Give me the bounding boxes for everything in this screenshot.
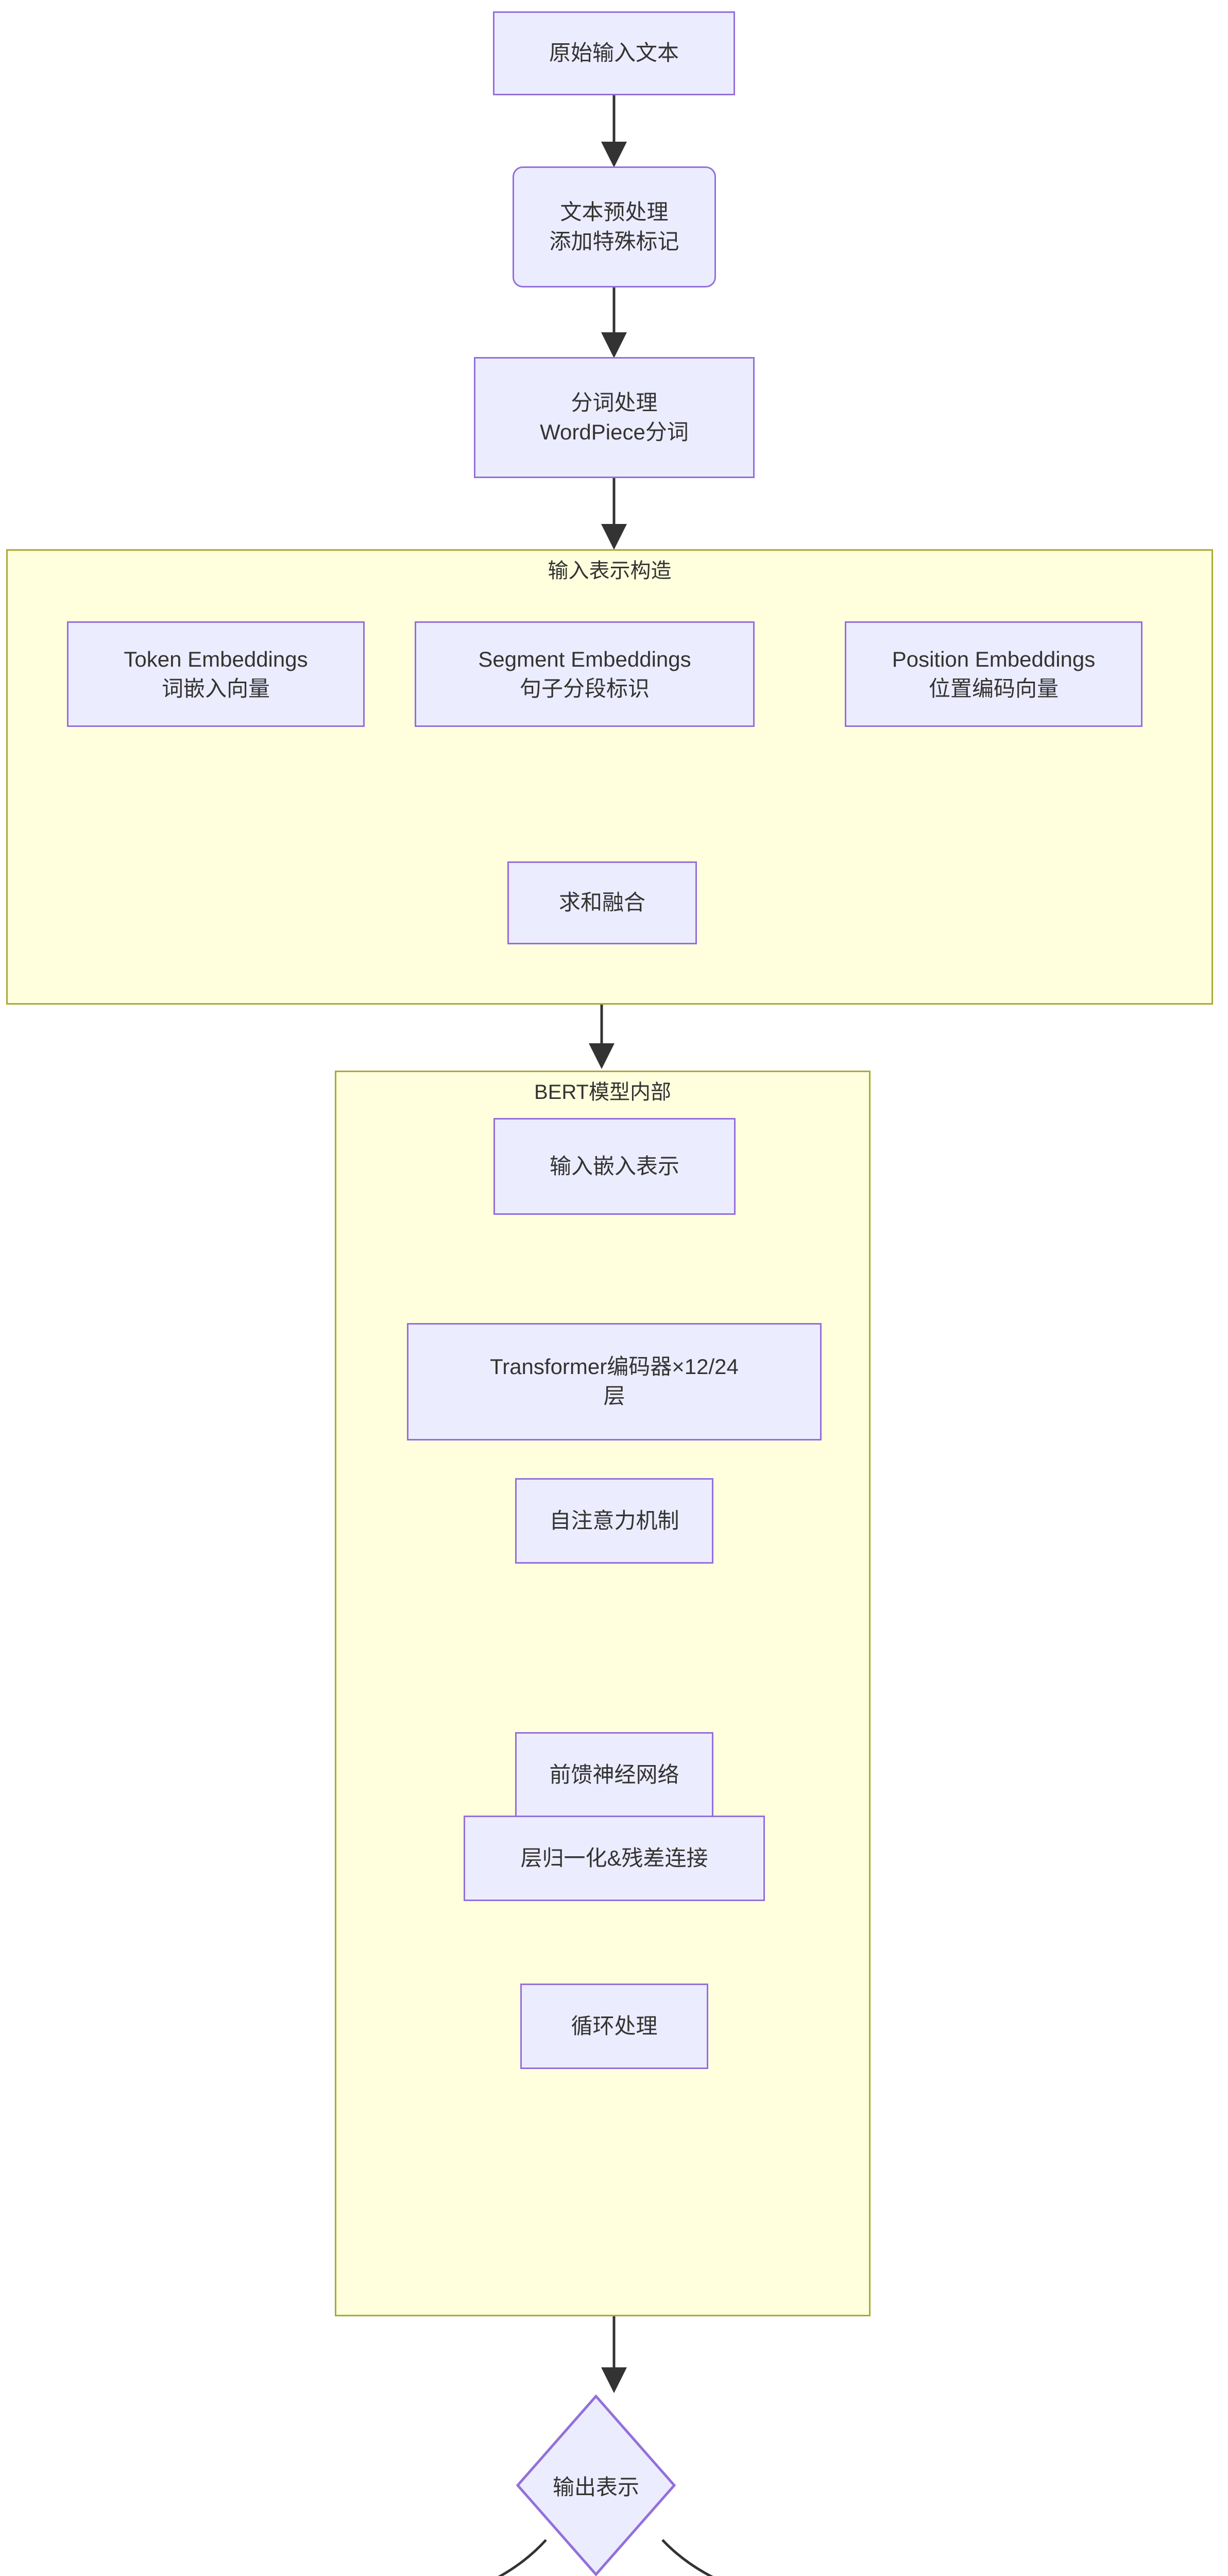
node-tokenize[interactable]: 分词处理 WordPiece分词	[474, 357, 755, 478]
node-feed-forward-network[interactable]: 前馈神经网络	[515, 1732, 713, 1818]
node-transformer-encoder[interactable]: Transformer编码器×12/24 层	[407, 1323, 822, 1440]
node-output-representation[interactable]: 输出表示	[516, 2395, 676, 2576]
node-text-preprocess-line-2: 添加特殊标记	[549, 229, 679, 253]
node-transformer-encoder-line-2: 层	[603, 1384, 625, 1408]
node-token-embeddings-line-1: Token Embeddings	[124, 647, 308, 671]
diamond-shape	[516, 2395, 676, 2576]
node-input-embedding-representation[interactable]: 输入嵌入表示	[493, 1118, 736, 1215]
node-segment-embeddings-line-2: 句子分段标识	[519, 676, 650, 701]
node-transformer-encoder-line-1: Transformer编码器×12/24	[490, 1354, 739, 1379]
node-raw-input-text-line-1: 原始输入文本	[549, 41, 679, 65]
cluster-bert-internal	[335, 1071, 871, 2316]
node-position-embeddings[interactable]: Position Embeddings 位置编码向量	[845, 621, 1142, 727]
edge-output-to-tokenout	[661, 2539, 713, 2576]
node-self-attention[interactable]: 自注意力机制	[515, 1478, 713, 1564]
node-token-embeddings[interactable]: Token Embeddings 词嵌入向量	[67, 621, 365, 727]
node-input-embedding-representation-line-1: 输入嵌入表示	[549, 1154, 679, 1178]
node-feed-forward-network-line-1: 前馈神经网络	[549, 1762, 679, 1787]
node-layernorm-residual-line-1: 层归一化&残差连接	[520, 1845, 708, 1870]
node-segment-embeddings[interactable]: Segment Embeddings 句子分段标识	[415, 621, 755, 727]
node-text-preprocess-line-1: 文本预处理	[560, 199, 669, 224]
node-sum-fusion-line-1: 求和融合	[558, 890, 645, 915]
node-text-preprocess[interactable]: 文本预处理 添加特殊标记	[513, 166, 716, 287]
cluster-input-representation-title: 输入表示构造	[548, 560, 672, 582]
node-position-embeddings-line-2: 位置编码向量	[928, 676, 1059, 701]
node-tokenize-line-1: 分词处理	[571, 390, 658, 415]
node-position-embeddings-line-1: Position Embeddings	[892, 647, 1096, 671]
node-loop-processing-line-1: 循环处理	[571, 2013, 658, 2038]
node-layernorm-residual[interactable]: 层归一化&残差连接	[464, 1816, 765, 1901]
cluster-bert-internal-title: BERT模型内部	[534, 1081, 671, 1104]
node-output-representation-label: 输出表示	[552, 2475, 639, 2499]
node-segment-embeddings-line-1: Segment Embeddings	[478, 647, 691, 671]
node-self-attention-line-1: 自注意力机制	[549, 1508, 679, 1533]
node-sum-fusion[interactable]: 求和融合	[507, 861, 697, 944]
node-token-embeddings-line-2: 词嵌入向量	[161, 676, 270, 701]
node-tokenize-line-2: WordPiece分词	[540, 419, 689, 444]
node-loop-processing[interactable]: 循环处理	[520, 1984, 708, 2069]
node-raw-input-text[interactable]: 原始输入文本	[493, 11, 735, 95]
